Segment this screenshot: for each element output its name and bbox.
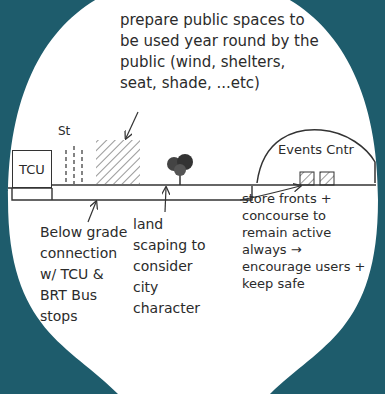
bulb-background xyxy=(8,0,378,394)
dome-line xyxy=(257,130,375,183)
events-centre-dome: Events Cntr xyxy=(255,126,377,184)
hatched-plaza xyxy=(96,140,140,184)
handwritten-note: prepare public spaces to be used year ro… xyxy=(120,10,320,94)
tree-symbol xyxy=(167,154,193,185)
building-box: TCU xyxy=(12,150,52,188)
crosswalk-marks xyxy=(66,146,82,184)
node-label: Events Cntr xyxy=(278,142,354,157)
node-label: TCU xyxy=(19,162,45,177)
handwritten-note: Below grade connection w/ TCU & BRT Bus … xyxy=(40,222,128,327)
storefront-hatch xyxy=(300,172,334,185)
handwritten-note: St xyxy=(58,124,78,138)
handwritten-note: store fronts + concourse to remain activ… xyxy=(242,190,367,292)
handwritten-note: land scaping to consider city character xyxy=(133,214,213,319)
